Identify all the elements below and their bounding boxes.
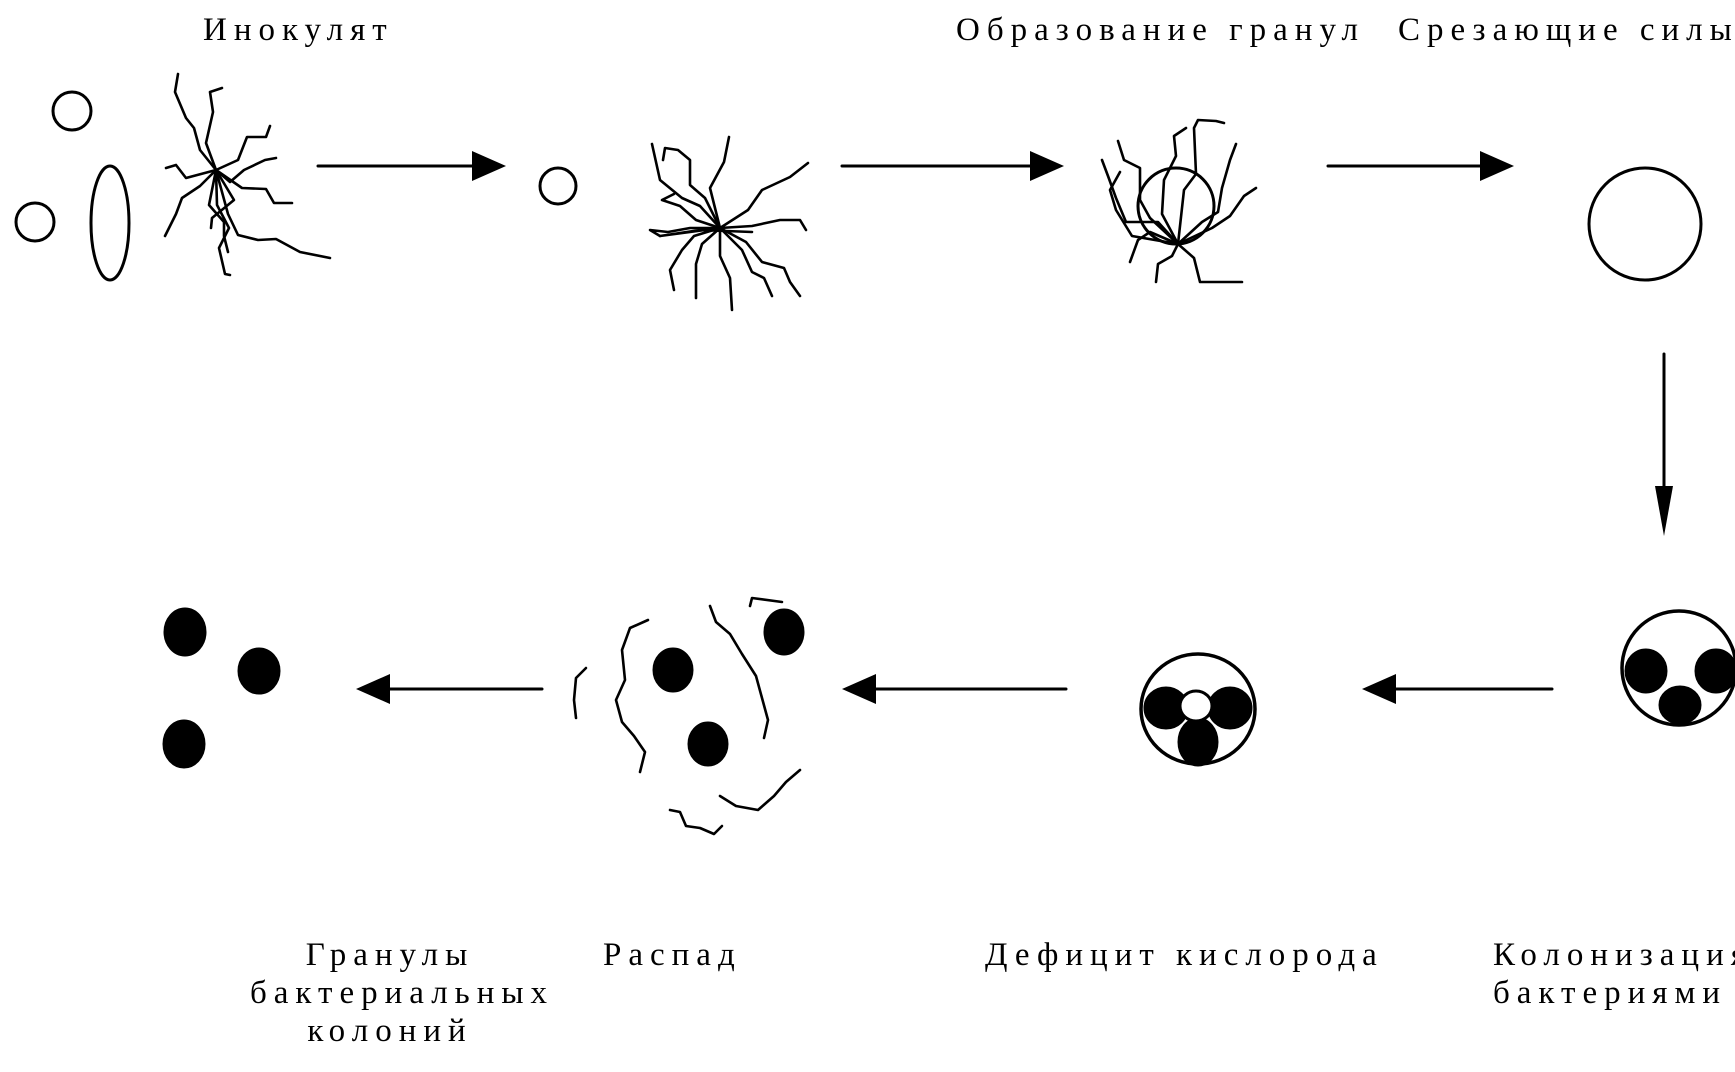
label-decay: Распад bbox=[603, 937, 742, 975]
label-oxygen-deficit: Дефицит кислорода bbox=[985, 937, 1384, 975]
oxygen-deficit-granule bbox=[1141, 654, 1255, 765]
inoculum-filaments bbox=[165, 74, 330, 275]
label-shear-forces: Срезающие силы bbox=[1398, 12, 1735, 50]
arrow-7 bbox=[356, 674, 542, 704]
arrow-5 bbox=[1362, 674, 1552, 704]
small-particle bbox=[540, 168, 576, 204]
arrow-4 bbox=[1655, 354, 1673, 536]
filament-cluster bbox=[650, 137, 808, 310]
arrow-3 bbox=[1328, 151, 1514, 181]
granule bbox=[1589, 168, 1701, 280]
label-granule-formation: Образование гранул bbox=[956, 12, 1365, 50]
arrow-6 bbox=[842, 674, 1066, 704]
inoculum-particles bbox=[16, 92, 129, 280]
label-colonization: Колонизация бактериями bbox=[1493, 937, 1735, 1013]
granule-filaments bbox=[1102, 120, 1256, 282]
colony-granules bbox=[164, 609, 279, 767]
label-colony-granules: Гранулы бактериальных колоний bbox=[250, 937, 530, 1051]
label-inoculum: Инокулят bbox=[203, 12, 394, 50]
colonized-granule bbox=[1622, 611, 1735, 725]
arrow-1 bbox=[318, 151, 506, 181]
arrow-2 bbox=[842, 151, 1064, 181]
